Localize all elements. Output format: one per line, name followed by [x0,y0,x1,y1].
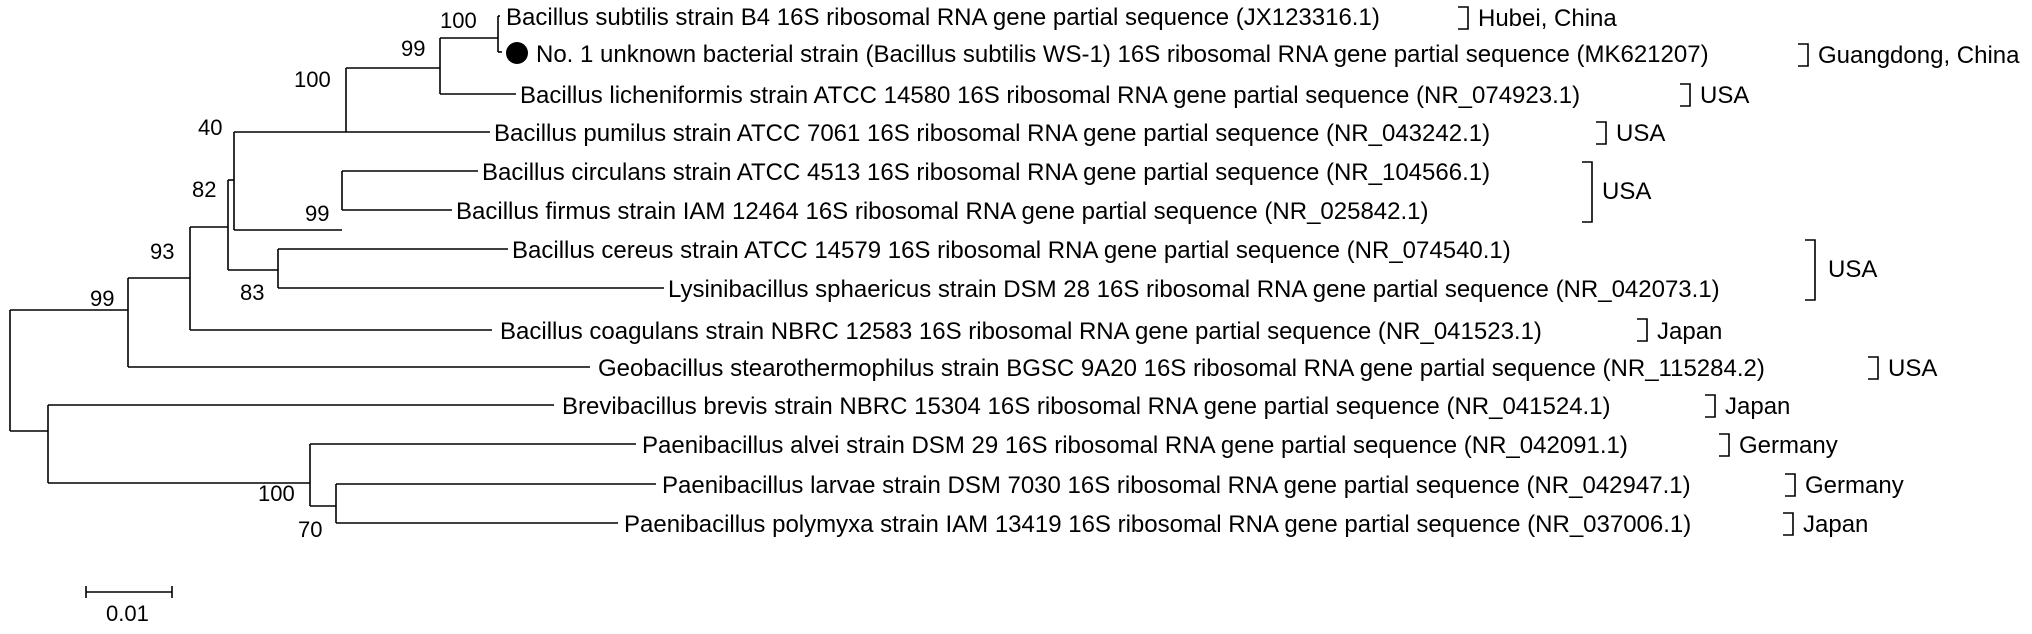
support-value: 99 [90,286,114,311]
taxon-label: Paenibacillus larvae strain DSM 7030 16S… [662,472,1691,499]
origin-label: USA [1888,355,1937,382]
origin-label: Japan [1657,318,1722,345]
origin-bracket [1582,161,1593,223]
taxon-label: Bacillus cereus strain ATCC 14579 16S ri… [512,237,1511,264]
taxon-label: Bacillus coagulans strain NBRC 12583 16S… [500,318,1542,345]
origin-label: USA [1828,256,1877,283]
scale-bar: 0.01 [85,586,173,626]
taxon-labels: Bacillus subtilis strain B4 16S ribosoma… [456,4,1765,538]
origin-bracket [1680,83,1691,107]
origin-bracket [1798,43,1809,67]
origin-label: Germany [1805,472,1904,499]
taxon-label: Paenibacillus polymyxa strain IAM 13419 … [624,511,1691,538]
taxon-label: Lysinibacillus sphaericus strain DSM 28 … [668,276,1720,303]
support-value: 40 [198,115,222,140]
taxon-label: Geobacillus stearothermophilus strain BG… [598,355,1765,382]
origin-label: USA [1602,178,1651,205]
taxon-label: Bacillus subtilis strain B4 16S ribosoma… [506,4,1380,31]
support-value: 100 [294,67,331,92]
origin-label: Germany [1739,432,1838,459]
origin-label: USA [1616,120,1665,147]
origin-bracket [1458,6,1469,30]
support-value: 93 [150,239,174,264]
support-value: 83 [240,280,264,305]
origin-brackets: Hubei, China Guangdong, China USA USA US… [1458,5,2020,538]
origin-label: Japan [1725,393,1790,420]
scale-bar-label: 0.01 [106,601,149,626]
origin-bracket [1785,473,1796,497]
taxon-label: Bacillus pumilus strain ATCC 7061 16S ri… [494,120,1490,147]
taxon-label: No. 1 unknown bacterial strain (Bacillus… [536,41,1709,68]
taxon-label: Brevibacillus brevis strain NBRC 15304 1… [562,393,1611,420]
origin-bracket [1783,512,1794,536]
origin-bracket [1719,433,1730,457]
origin-bracket [1596,121,1607,145]
support-value: 82 [192,177,216,202]
support-values: 100 99 100 40 99 82 83 93 99 100 70 [90,8,477,542]
taxon-label: Bacillus firmus strain IAM 12464 16S rib… [456,198,1429,225]
taxon-label: Bacillus licheniformis strain ATCC 14580… [520,82,1580,109]
support-value: 100 [440,8,477,33]
support-value: 99 [305,201,329,226]
origin-bracket [1637,318,1648,342]
unknown-strain-marker-icon [506,42,528,64]
support-value: 70 [298,517,322,542]
origin-label: Hubei, China [1478,5,1617,32]
taxon-label: Paenibacillus alvei strain DSM 29 16S ri… [642,432,1628,459]
support-value: 99 [401,36,425,61]
origin-label: USA [1700,82,1749,109]
tree-branches [9,15,664,524]
origin-label: Japan [1803,511,1868,538]
origin-bracket [1868,356,1879,380]
origin-label: Guangdong, China [1818,42,2020,69]
support-value: 100 [258,481,295,506]
taxon-label: Bacillus circulans strain ATCC 4513 16S … [482,159,1490,186]
origin-bracket [1805,239,1816,301]
origin-bracket [1705,394,1716,418]
